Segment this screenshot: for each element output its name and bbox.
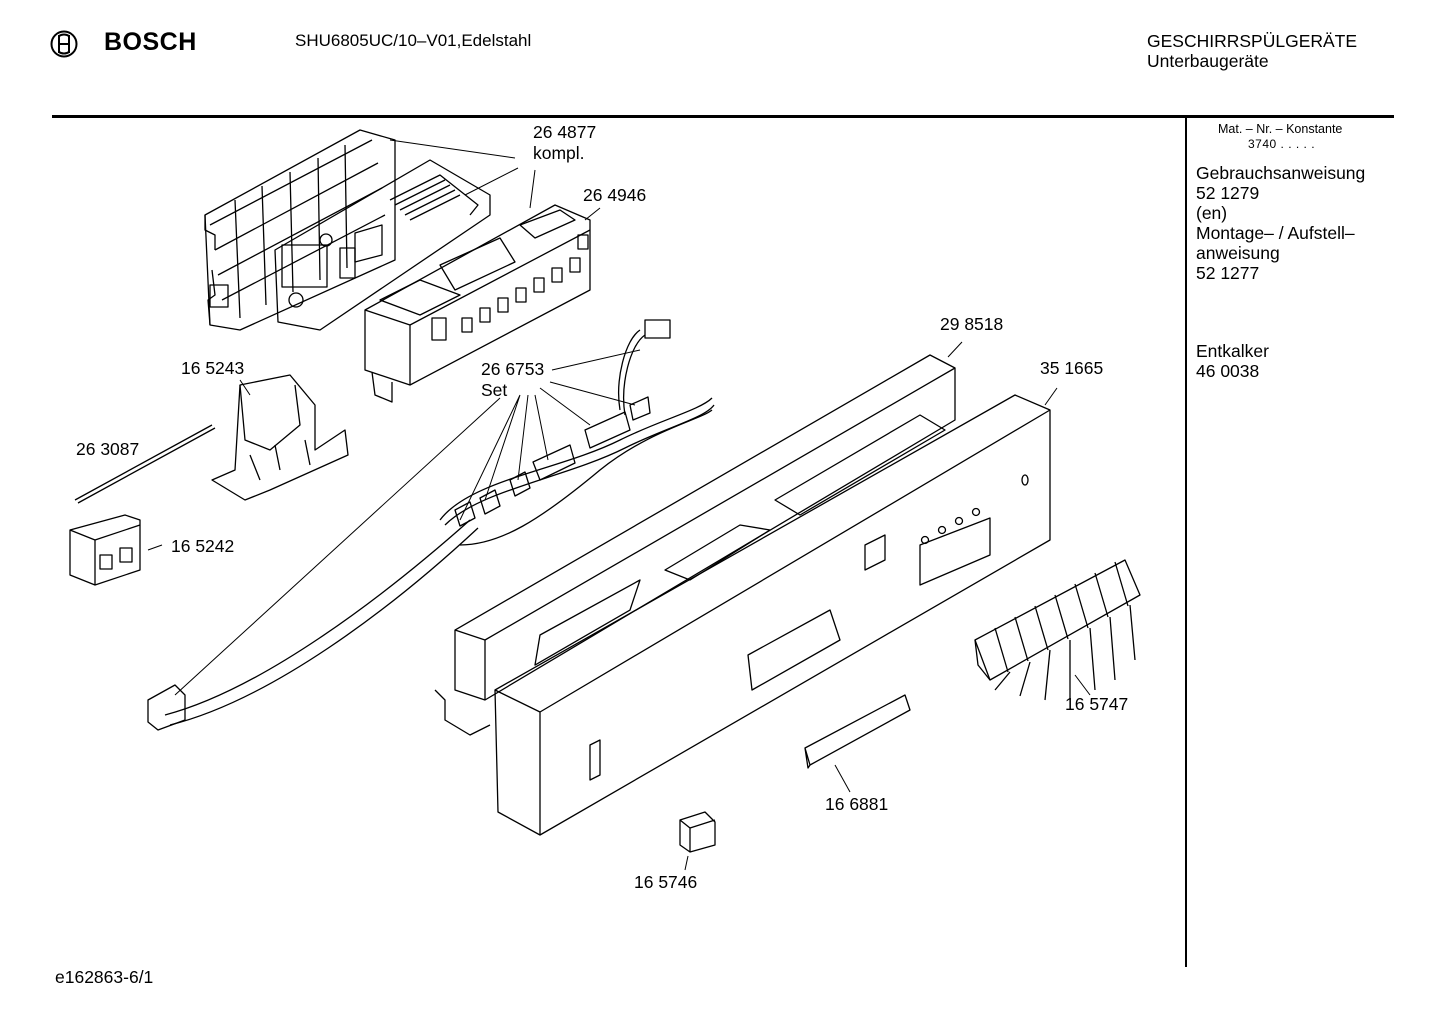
part-label: 29 8518 [940,314,1003,334]
part-inner-panel[interactable] [434,354,956,736]
footer-code: e162863-6/1 [55,967,154,987]
part-label: 26 4877 [533,122,596,142]
part-key-strip[interactable] [974,559,1141,701]
part-label: 26 4946 [583,185,646,205]
part-rear-frame[interactable] [204,129,396,331]
doc-number: 52 1277 [1196,263,1260,283]
part-front-fascia[interactable] [494,394,1051,836]
part-button[interactable] [679,811,716,853]
category-title: GESCHIRRSPÜLGERÄTE [1147,31,1358,51]
model-title: SHU6805UC/10–V01,Edelstahl [295,31,532,50]
doc-note: (en) [1196,203,1228,223]
part-label: 16 5243 [181,358,244,378]
part-label: 35 1665 [1040,358,1103,378]
part-wiring-set[interactable] [147,319,715,731]
mat-value: 3740 . . . . . [1248,137,1316,151]
doc-number: 52 1279 [1196,183,1260,203]
part-label: 16 5242 [171,536,234,556]
doc-title: Gebrauchsanweisung [1196,163,1366,183]
doc-title: Montage– / Aufstell– [1196,223,1355,243]
brand-name: BOSCH [104,28,197,56]
part-label: 16 6881 [825,794,888,814]
doc-title: Entkalker [1196,341,1269,361]
part-label: 26 3087 [76,439,139,459]
part-label-note: Set [481,380,507,400]
doc-title: anweisung [1196,243,1280,263]
part-pcb[interactable] [274,159,491,331]
module-keys [461,234,589,333]
part-trim[interactable] [804,694,911,769]
part-label: 16 5747 [1065,694,1128,714]
exploded-parts-diagram: 26 4877 kompl. 26 4946 29 8518 35 1665 2… [69,122,1141,892]
top-divider [52,115,1394,118]
mat-header: Mat. – Nr. – Konstante [1218,122,1343,136]
doc-number: 46 0038 [1196,361,1260,381]
part-label-note: kompl. [533,143,585,163]
part-bracket[interactable] [211,374,349,501]
part-switch[interactable] [69,514,141,586]
leader-lines [147,139,1091,871]
category-subtitle: Unterbaugeräte [1147,51,1269,71]
part-rod[interactable] [74,424,216,504]
bosch-logo-icon [50,30,78,58]
part-label: 16 5746 [634,872,697,892]
part-labels: 26 4877 kompl. 26 4946 29 8518 35 1665 2… [76,122,1128,892]
side-divider [1185,117,1187,967]
part-label: 26 6753 [481,359,544,379]
side-panel: Mat. – Nr. – Konstante 3740 . . . . . Ge… [1196,122,1396,381]
part-control-module[interactable] [364,204,591,403]
